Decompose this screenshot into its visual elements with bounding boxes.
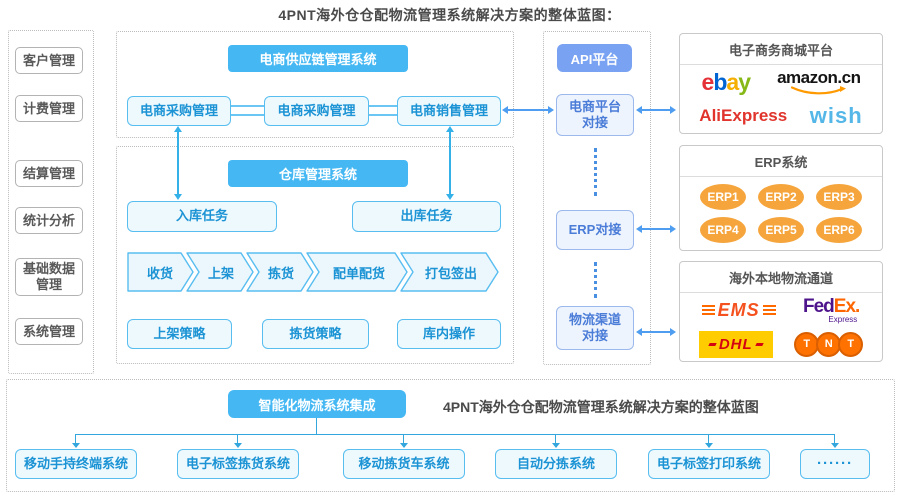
api-node-logistics: 物流渠道对接 <box>556 306 634 350</box>
erp4-node: ERP4 <box>700 216 746 243</box>
erp-panel-body: ERP1 ERP2 ERP3 ERP4 ERP5 ERP6 <box>680 177 882 250</box>
fedex-logo: FedEx. Express <box>803 295 861 324</box>
sidebar-item-base-data-mgmt: 基础数据管理 <box>15 258 83 296</box>
sidebar-item-billing-mgmt: 计费管理 <box>15 95 83 122</box>
api-dotted-connector <box>594 262 597 298</box>
sidebar-panel <box>8 30 94 374</box>
api-platform-header: API平台 <box>557 44 632 72</box>
erp3-node: ERP3 <box>816 184 862 211</box>
tree-drop-arrow <box>705 434 713 448</box>
flow-step-receive: 收货 <box>146 266 173 281</box>
amazon-logo: amazon.cn <box>777 69 861 95</box>
erp-panel-title: ERP系统 <box>680 146 882 177</box>
purchase-inbound-arrow <box>174 126 182 200</box>
logistics-panel-body: EMS FedEx. Express DHL T N T <box>680 293 882 361</box>
amazon-smile-icon <box>790 86 846 95</box>
scm-module-sales: 电商销售管理 <box>397 96 501 126</box>
wms-warehouse-ops: 库内操作 <box>397 319 501 349</box>
sidebar-item-settlement-mgmt: 结算管理 <box>15 160 83 187</box>
integration-header: 智能化物流系统集成 <box>228 390 406 418</box>
erp-panel: ERP系统 ERP1 ERP2 ERP3 ERP4 ERP5 ERP6 <box>679 145 883 251</box>
api-dotted-connector <box>594 148 597 196</box>
system-electronic-label-picking: 电子标签拣货系统 <box>177 449 299 479</box>
api-logistics-panel-arrow <box>636 328 676 336</box>
api-container <box>543 31 651 365</box>
scm-header: 电商供应链管理系统 <box>228 45 408 72</box>
ecommerce-panel-title: 电子商务商城平台 <box>680 34 882 65</box>
tree-horizontal-line <box>75 434 835 435</box>
wms-strategy-putaway: 上架策略 <box>127 319 232 349</box>
tree-drop-arrow <box>72 434 80 448</box>
erp5-node: ERP5 <box>758 216 804 243</box>
page-title: 4PNT海外仓仓配物流管理系统解决方案的整体蓝图： <box>278 7 621 23</box>
api-ecommerce-panel-arrow <box>636 106 676 114</box>
tree-stem-line <box>316 418 317 434</box>
sidebar-item-statistics: 统计分析 <box>15 207 83 234</box>
scm-module-purchase-2: 电商采购管理 <box>264 96 369 126</box>
wms-flow: 收货 上架 拣货 配单配货 打包签出 <box>127 252 499 292</box>
scm-container <box>116 31 514 138</box>
scm-api-arrow <box>502 106 554 114</box>
tnt-logo: T N T <box>794 331 864 357</box>
system-mobile-handheld: 移动手持终端系统 <box>15 449 137 479</box>
api-erp-panel-arrow <box>636 225 676 233</box>
system-more-ellipsis: ······ <box>800 449 870 479</box>
tree-drop-arrow <box>400 434 408 448</box>
dhl-logo: DHL <box>698 330 773 358</box>
logistics-panel: 海外本地物流通道 EMS FedEx. Express DHL <box>679 261 883 362</box>
api-node-erp: ERP对接 <box>556 210 634 250</box>
sidebar-item-customer-mgmt: 客户管理 <box>15 47 83 74</box>
erp2-node: ERP2 <box>758 184 804 211</box>
wms-outbound-task: 出库任务 <box>352 201 501 232</box>
ems-stripes-icon <box>701 304 715 316</box>
sidebar-item-system-mgmt: 系统管理 <box>15 318 83 345</box>
scm-module-purchase-1: 电商采购管理 <box>127 96 231 126</box>
system-auto-sorting: 自动分拣系统 <box>495 449 617 479</box>
wms-strategy-picking: 拣货策略 <box>262 319 369 349</box>
sales-outbound-arrow <box>446 126 454 200</box>
flow-chevron-shapes <box>127 252 499 292</box>
ems-stripes-icon <box>762 304 776 316</box>
flow-step-pack-signout: 打包签出 <box>424 266 477 281</box>
wms-header: 仓库管理系统 <box>228 160 408 187</box>
logistics-panel-title: 海外本地物流通道 <box>680 262 882 293</box>
erp6-node: ERP6 <box>816 216 862 243</box>
wms-inbound-task: 入库任务 <box>127 201 277 232</box>
flow-step-pick: 拣货 <box>267 266 294 281</box>
flow-step-putaway: 上架 <box>207 266 234 281</box>
api-node-ecommerce: 电商平台对接 <box>556 94 634 136</box>
tree-drop-arrow <box>831 434 839 448</box>
erp1-node: ERP1 <box>700 184 746 211</box>
system-mobile-picking-cart: 移动拣货车系统 <box>343 449 465 479</box>
aliexpress-logo: AliExpress <box>699 106 788 125</box>
ebay-logo: ebay <box>701 68 751 95</box>
ems-logo: EMS <box>701 300 776 321</box>
system-label-printing: 电子标签打印系统 <box>648 449 770 479</box>
integration-container <box>6 379 895 492</box>
wish-logo: wish <box>809 103 863 128</box>
tree-drop-arrow <box>234 434 242 448</box>
integration-caption: 4PNT海外仓仓配物流管理系统解决方案的整体蓝图 <box>443 399 759 415</box>
wms-container <box>116 146 514 364</box>
flow-step-order-allocate: 配单配货 <box>332 266 385 281</box>
ecommerce-panel: 电子商务商城平台 ebay amazon.cn AliExpress wish <box>679 33 883 134</box>
tree-drop-arrow <box>552 434 560 448</box>
ecommerce-panel-body: ebay amazon.cn AliExpress wish <box>680 65 882 133</box>
